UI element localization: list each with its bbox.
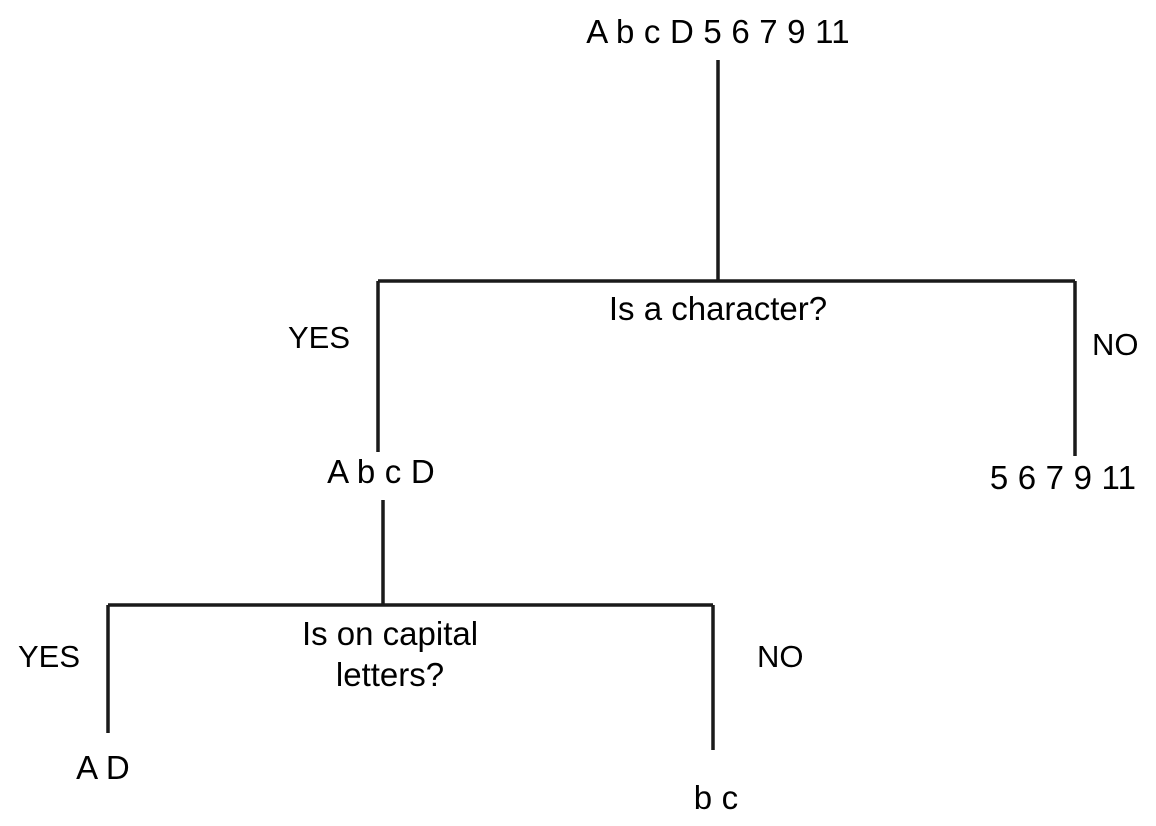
branch-label-yes-level1: YES	[288, 320, 351, 355]
decision-is-on-capital-letters-line2: letters?	[335, 656, 445, 693]
node-numbers: 5 6 7 9 11	[989, 459, 1137, 496]
node-root: A b c D 5 6 7 9 11	[586, 13, 850, 50]
decision-is-a-character: Is a character?	[609, 288, 827, 329]
decision-is-on-capital-letters: Is on capital letters?	[302, 613, 478, 695]
node-capitals: A D	[76, 749, 130, 786]
branch-label-no-level1: NO	[1092, 327, 1139, 362]
node-lowercase: b c	[693, 779, 739, 816]
node-characters: A b c D	[327, 453, 435, 490]
branch-label-no-level2: NO	[757, 639, 804, 674]
branch-label-yes-level2: YES	[18, 639, 81, 674]
decision-is-a-character-label: Is a character?	[608, 290, 828, 327]
decision-is-on-capital-letters-line1: Is on capital	[301, 615, 479, 652]
